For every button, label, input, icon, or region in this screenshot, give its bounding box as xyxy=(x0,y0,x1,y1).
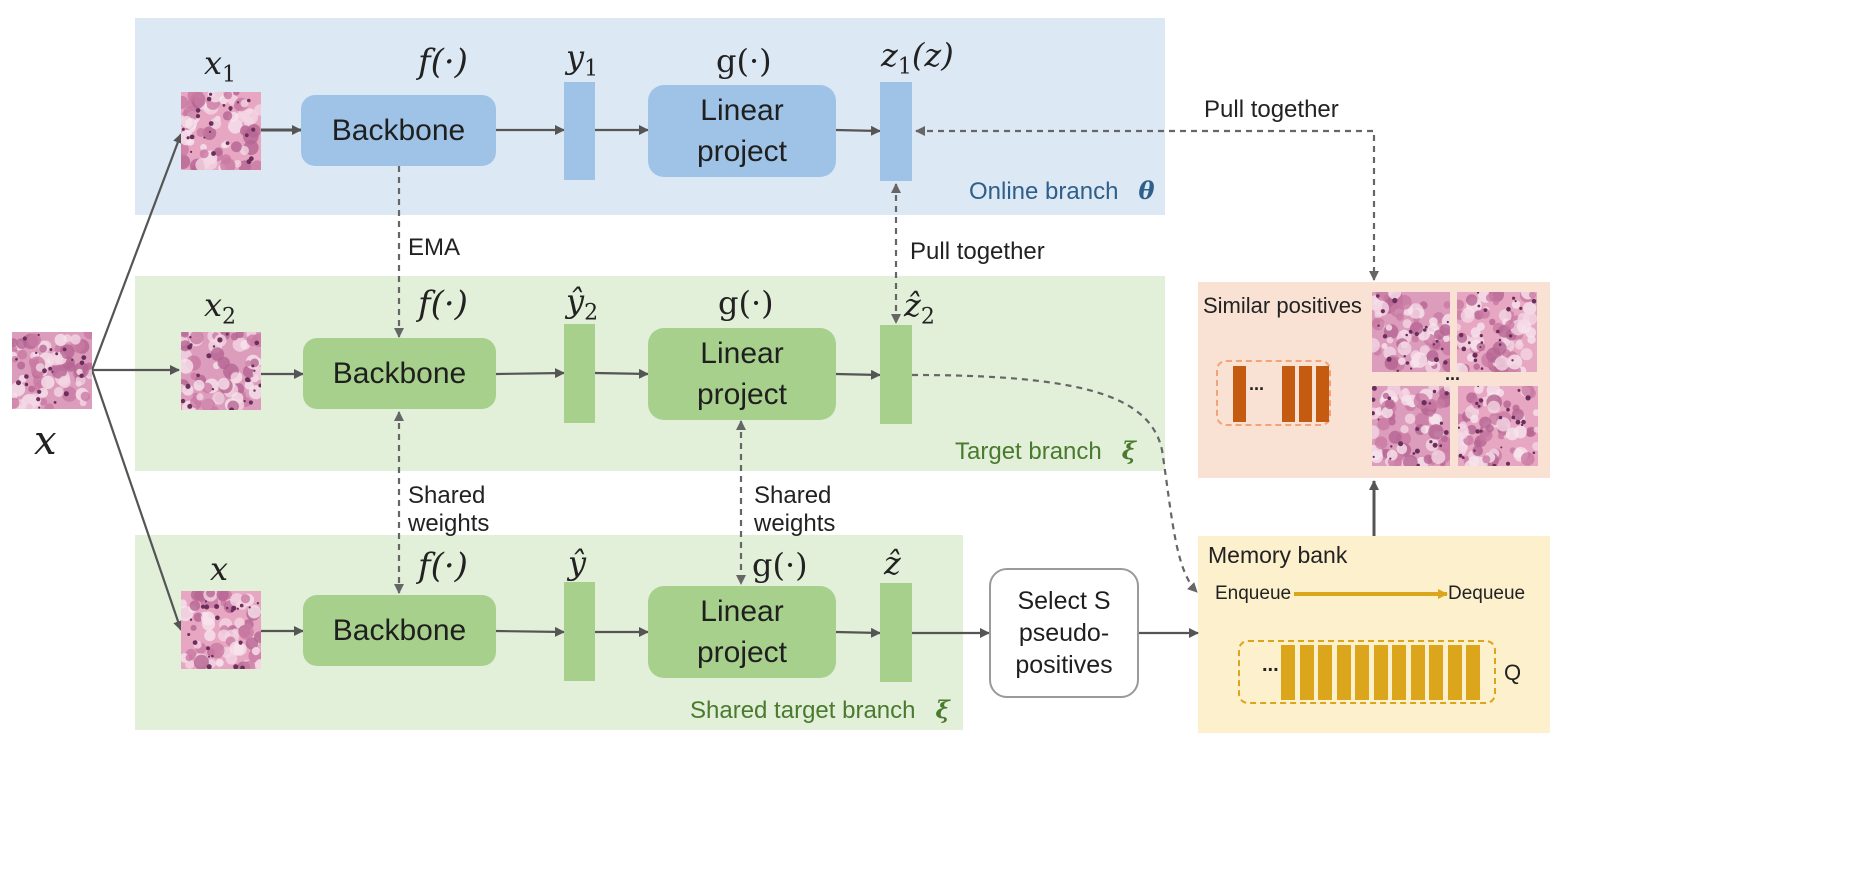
shared-weights-2-label: Shared weights xyxy=(754,482,836,537)
x2-label: x2 xyxy=(204,286,237,330)
online-linear-project-box: Linear project xyxy=(648,85,836,177)
z2-hat-label: ẑ2 xyxy=(904,286,935,330)
z-hat-label: ẑ xyxy=(884,544,901,582)
positive-image-4 xyxy=(1451,382,1541,472)
positive-image-3 xyxy=(1365,381,1455,472)
enqueue-label: Enqueue xyxy=(1215,583,1292,604)
arrow-linear-z2 xyxy=(835,369,881,380)
select-pseudo-positives-box: Select S pseudo-positives xyxy=(989,568,1139,698)
memory-queue-ellipsis: ... xyxy=(1262,654,1279,676)
positive-image-1 xyxy=(1365,286,1457,375)
positive-queue-slot xyxy=(1316,366,1329,422)
positive-queue-slot xyxy=(1282,366,1295,422)
target-backbone-box: Backbone xyxy=(303,338,496,409)
target-f-label: f(·) xyxy=(418,284,468,324)
z-hat-vector xyxy=(880,583,912,682)
pull-together-top-label: Pull together xyxy=(1204,96,1339,123)
y-hat-vector xyxy=(564,582,595,681)
shared-weights-1-label: Shared weights xyxy=(408,482,490,537)
memory-queue-slot xyxy=(1318,645,1332,700)
target-branch-label: Target branch ξ xyxy=(955,436,1136,465)
online-branch-label: Online branch θ xyxy=(969,176,1155,205)
memory-bank-title: Memory bank xyxy=(1208,542,1348,568)
positives-queue xyxy=(1216,360,1331,426)
positive-queue-slot xyxy=(1299,366,1312,422)
ema-label: EMA xyxy=(408,234,461,261)
x2-image xyxy=(176,325,267,415)
shared-f-label: f(·) xyxy=(418,546,468,586)
y2-hat-vector xyxy=(564,324,595,423)
arrow-input-to-x1 xyxy=(90,133,183,371)
similar-positives-title: Similar positives xyxy=(1203,293,1362,318)
shared-backbone-box: Backbone xyxy=(303,595,496,666)
positive-images-ellipsis: ... xyxy=(1445,364,1461,384)
arrow-backbone-y xyxy=(495,626,565,637)
z2-hat-vector xyxy=(880,325,912,424)
online-g-label: g(·) xyxy=(716,42,772,80)
memory-queue-slot xyxy=(1447,645,1462,700)
pull-together-mid-label: Pull together xyxy=(910,238,1045,265)
queue-label: Q xyxy=(1504,660,1522,685)
memory-queue-slot xyxy=(1281,645,1295,700)
arrow-backbone-y2 xyxy=(495,368,565,379)
memory-queue-slot xyxy=(1392,645,1406,700)
input-image xyxy=(7,326,97,415)
z1-vector xyxy=(880,82,912,181)
memory-queue xyxy=(1238,640,1496,704)
positive-queue-slot xyxy=(1233,366,1246,422)
memory-queue-slot xyxy=(1299,645,1314,700)
x1-label: x1 xyxy=(204,44,237,88)
y1-vector xyxy=(564,82,595,180)
target-linear-project-box: Linear project xyxy=(648,328,836,420)
shared-target-branch-label: Shared target branch ξ xyxy=(690,695,950,724)
y2-hat-label: ŷ2 xyxy=(566,282,599,326)
arrow-input-to-x xyxy=(90,369,183,631)
online-f-label: f(·) xyxy=(418,42,468,82)
memory-queue-slot xyxy=(1466,645,1480,700)
arrow-linear-z1 xyxy=(835,125,881,136)
memory-queue-slot xyxy=(1410,645,1425,700)
input-label: x xyxy=(34,418,57,464)
x-label: x xyxy=(210,550,229,588)
shared-g-label: g(·) xyxy=(752,546,808,584)
target-g-label: g(·) xyxy=(718,284,774,322)
shared-linear-project-box: Linear project xyxy=(648,586,836,678)
x1-image xyxy=(174,86,266,176)
online-backbone-box: Backbone xyxy=(301,95,496,166)
z1-label: z1(z) xyxy=(881,36,954,80)
dequeue-label: Dequeue xyxy=(1448,583,1526,604)
y1-label: y1 xyxy=(566,38,599,82)
memory-queue-slot xyxy=(1355,645,1369,700)
x-image xyxy=(177,587,267,676)
memory-queue-slot xyxy=(1336,645,1351,700)
memory-queue-slot xyxy=(1429,645,1443,700)
arrow-linear-z xyxy=(835,627,881,638)
arrow-z2-memory xyxy=(911,373,1198,593)
positives-queue-ellipsis: ... xyxy=(1249,374,1265,394)
arrow-y2-linear xyxy=(594,368,649,379)
y-hat-label: ŷ xyxy=(568,544,587,582)
memory-queue-slot xyxy=(1373,645,1388,700)
positive-image-2 xyxy=(1452,285,1538,379)
